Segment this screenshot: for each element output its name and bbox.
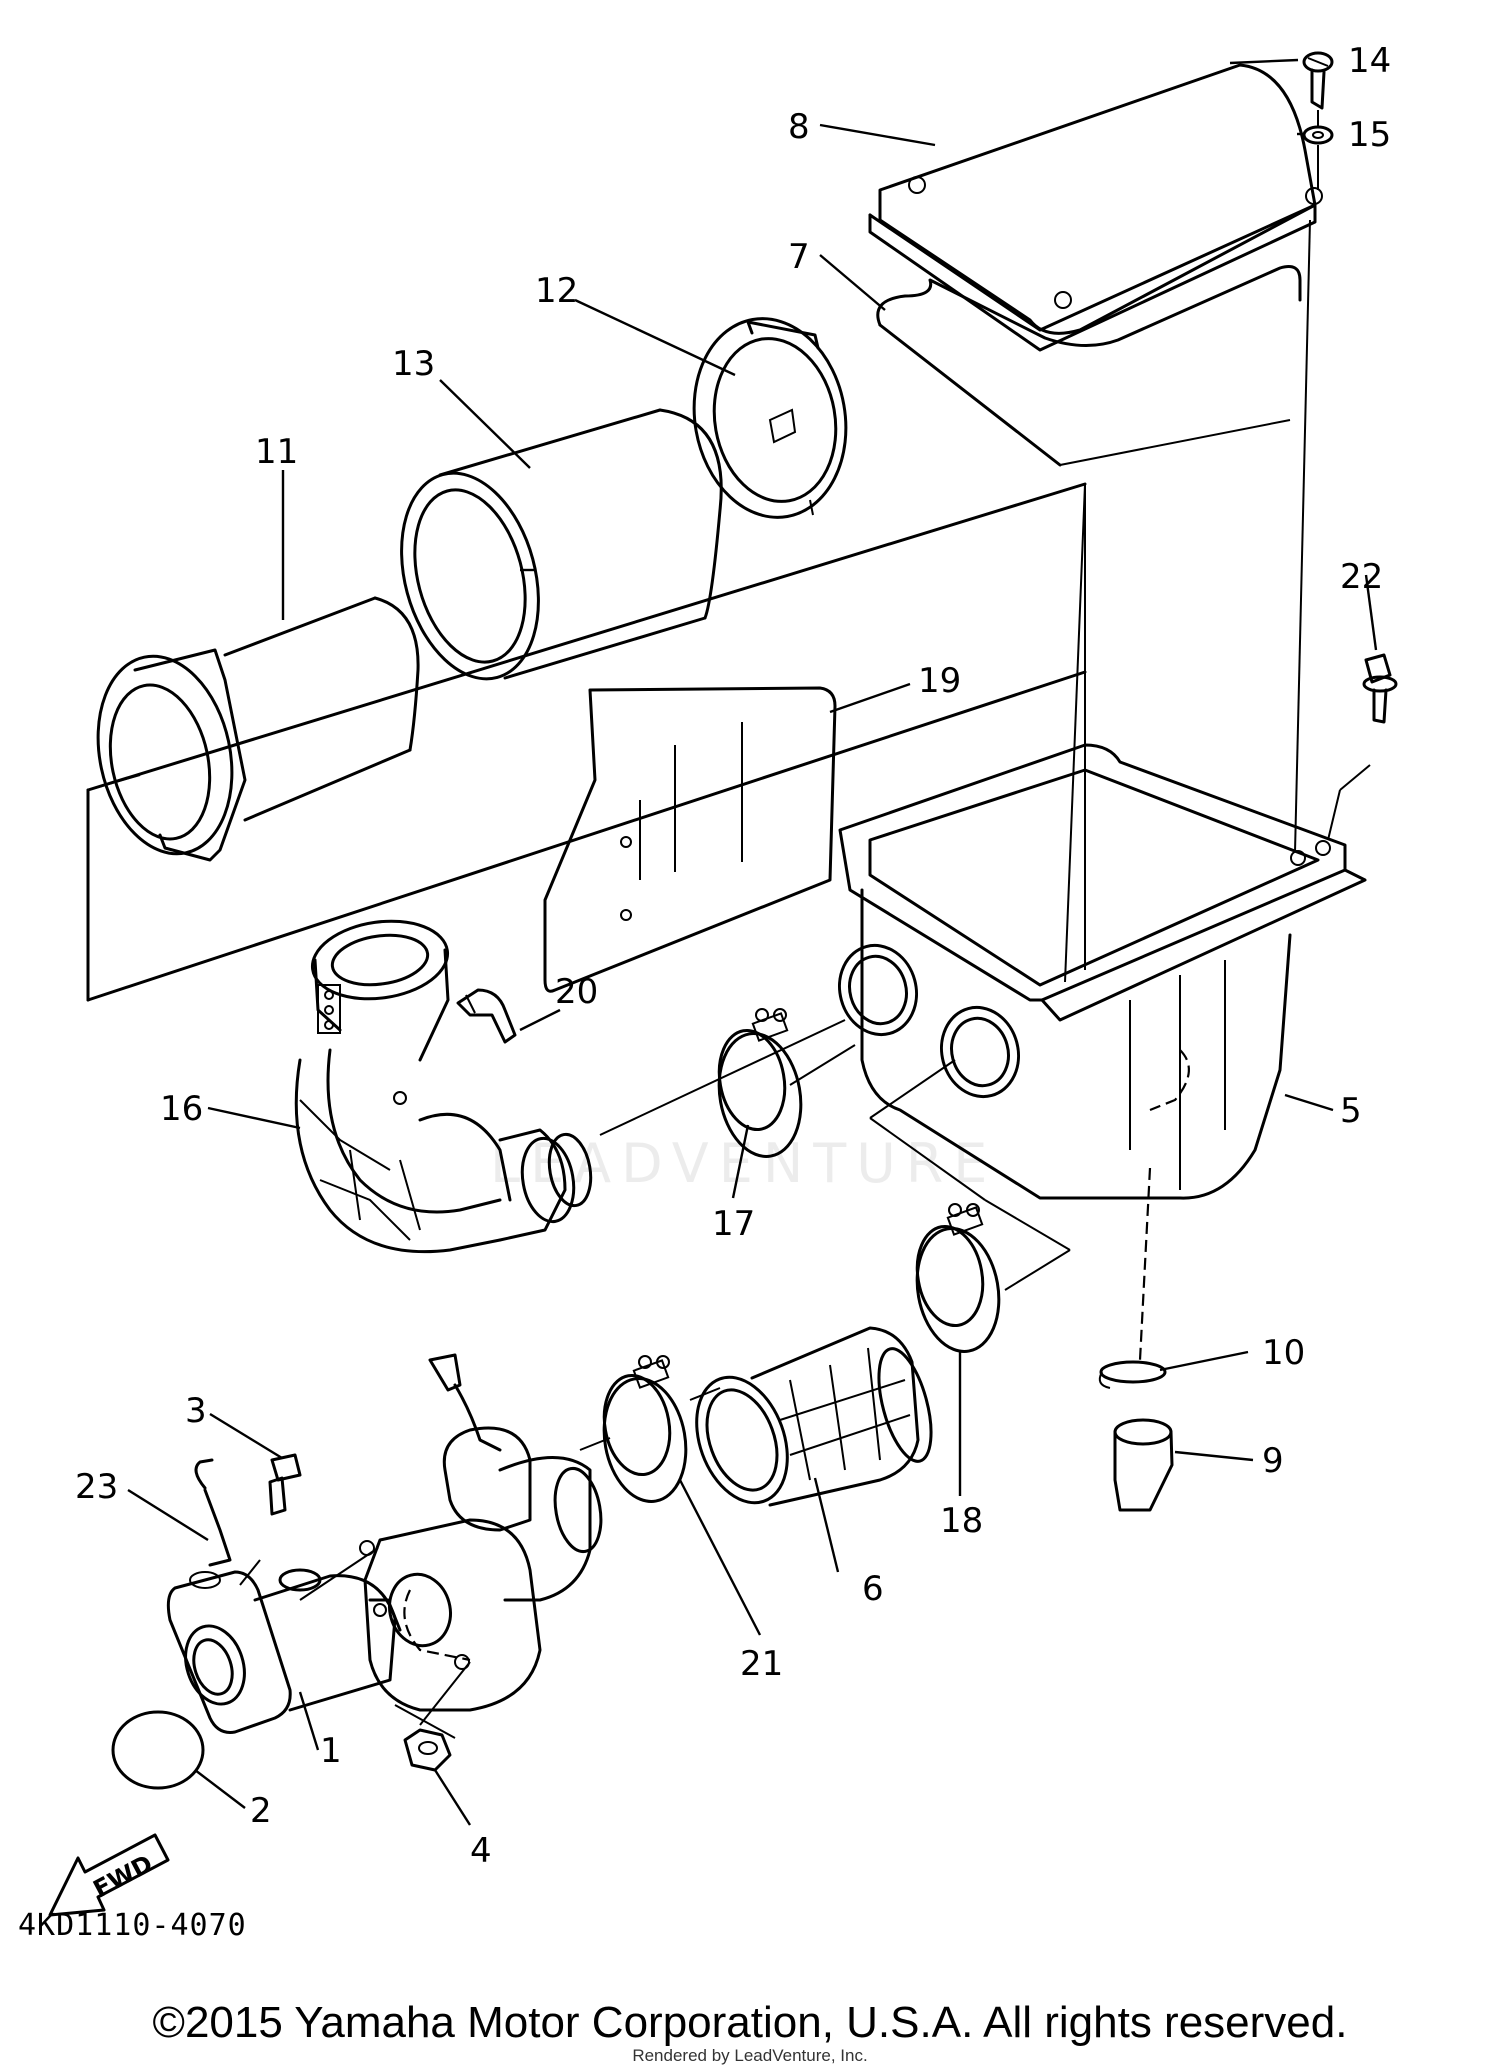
callout-19: 19: [918, 661, 961, 701]
callout-1: 1: [320, 1731, 342, 1771]
guide-lines-right: [1294, 110, 1371, 853]
drain-clip: [1098, 1360, 1167, 1389]
callout-21: 21: [740, 1644, 783, 1684]
frame-panel-lines: [86, 482, 1087, 1002]
fwd-arrow: FWD: [48, 1833, 170, 1917]
hose-clamp-21: [602, 1355, 688, 1503]
cable-clamp: [189, 1458, 232, 1589]
carburetor: [359, 1353, 603, 1712]
manifold-nut: [403, 1728, 452, 1772]
callout-4: 4: [470, 1831, 492, 1871]
callout-3: 3: [185, 1391, 207, 1431]
air-cleaner-case: [837, 483, 1367, 1200]
callout-2: 2: [250, 1791, 272, 1831]
hose-clamp-17: [717, 1008, 803, 1158]
copyright-notice: ©2015 Yamaha Motor Corporation, U.S.A. A…: [152, 1998, 1348, 2047]
callout-12: 12: [535, 271, 578, 311]
manifold-cap: [111, 1710, 205, 1790]
callout-9: 9: [1262, 1441, 1284, 1481]
callout-23: 23: [75, 1467, 118, 1507]
callout-labels: 1 2 3 4 5 6 7 8 9 10 11 12 13 14 15 16 1…: [75, 41, 1391, 1871]
filter-element: [400, 408, 723, 681]
filter-case-joint: [87, 596, 420, 862]
callout-15: 15: [1348, 115, 1391, 155]
air-box-cover: [868, 63, 1323, 352]
callout-16: 16: [160, 1089, 203, 1129]
callout-20: 20: [555, 972, 598, 1012]
rendered-by-notice: Rendered by LeadVenture, Inc.: [632, 2046, 868, 2065]
drain-guide-line: [1138, 1167, 1152, 1361]
callout-8: 8: [788, 107, 810, 147]
carburetor-joint: [695, 1326, 933, 1507]
callout-10: 10: [1262, 1333, 1305, 1373]
drain-plug: [1113, 1418, 1174, 1512]
assembly-guide-lines: [239, 1019, 1071, 1739]
fwd-label: FWD: [89, 1849, 158, 1903]
carb-screw: [268, 1453, 302, 1516]
callout-5: 5: [1340, 1091, 1362, 1131]
callout-18: 18: [940, 1501, 983, 1541]
air-intake-duct: [294, 919, 593, 1254]
air-box-plate: [543, 686, 837, 993]
cover-gasket: [876, 265, 1302, 467]
diagram-code: 4KD1110-4070: [18, 1908, 247, 1943]
breather-hose: [456, 988, 517, 1044]
callout-22: 22: [1340, 557, 1383, 597]
callout-7: 7: [788, 237, 810, 277]
callout-14: 14: [1348, 41, 1391, 81]
callout-17: 17: [712, 1204, 755, 1244]
callout-6: 6: [862, 1569, 884, 1609]
cover-washer: [1302, 125, 1334, 145]
cover-screw: [1302, 51, 1334, 110]
watermark: LEADVENTURE: [490, 1132, 998, 1195]
hose-clamp-18: [915, 1203, 1001, 1353]
leader-lines: [127, 58, 1378, 1826]
filter-cap: [692, 317, 848, 519]
callout-11: 11: [255, 432, 298, 472]
case-bolt: [1362, 653, 1398, 724]
callout-13: 13: [392, 344, 435, 384]
